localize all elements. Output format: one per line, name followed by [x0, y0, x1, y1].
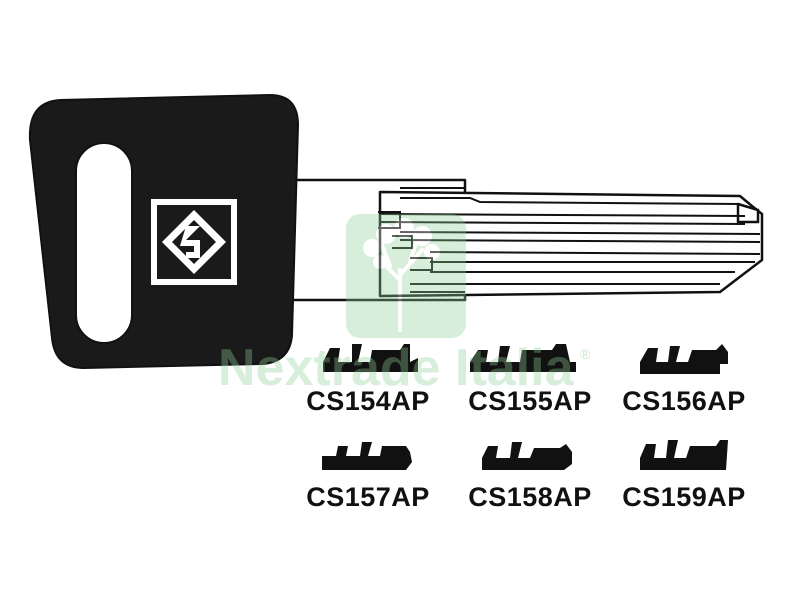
blade-grooves — [378, 187, 761, 293]
code-label-cs155ap: CS155AP — [468, 386, 592, 416]
code-label-cs154ap: CS154AP — [306, 386, 430, 416]
code-label-cs157ap: CS157AP — [306, 482, 430, 512]
profile-cs159ap — [640, 440, 728, 470]
watermark-registered-mark: ® — [580, 346, 591, 362]
key-head — [28, 93, 300, 370]
watermark-tree-logo — [346, 214, 466, 338]
profile-cs155ap — [470, 344, 576, 372]
keyring-hole — [75, 142, 133, 344]
profile-cs156ap — [640, 344, 728, 374]
code-label-cs158ap: CS158AP — [468, 482, 592, 512]
diamond-s-logo — [151, 199, 237, 285]
code-label-cs159ap: CS159AP — [622, 482, 746, 512]
key-blade — [288, 178, 764, 302]
profile-cs154ap — [323, 344, 418, 372]
profile-cs157ap — [322, 442, 412, 470]
code-label-cs156ap: CS156AP — [622, 386, 746, 416]
profile-cs158ap — [482, 442, 572, 470]
